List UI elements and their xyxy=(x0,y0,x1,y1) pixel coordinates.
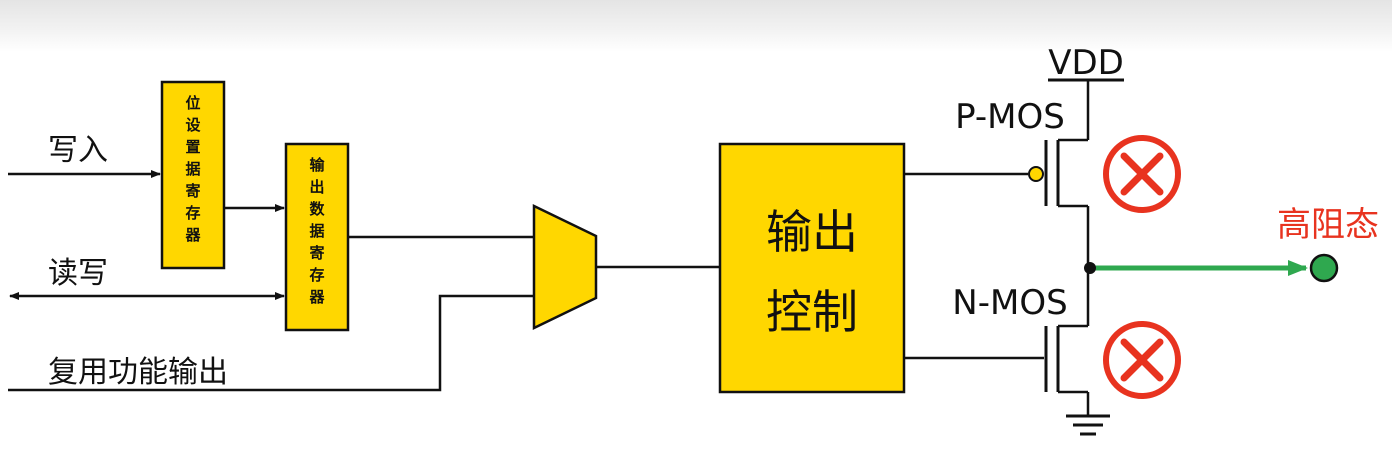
svg-text:寄: 寄 xyxy=(309,244,324,262)
ground-icon xyxy=(1066,392,1110,436)
svg-text:存: 存 xyxy=(309,266,324,284)
nmos-transistor xyxy=(1044,324,1088,394)
pmos-off-x-circle-icon xyxy=(1103,135,1181,213)
svg-text:输出: 输出 xyxy=(766,205,858,259)
svg-text:据: 据 xyxy=(309,222,324,240)
output-pin xyxy=(1309,253,1339,283)
svg-text:输: 输 xyxy=(309,156,325,174)
svg-text:据: 据 xyxy=(185,160,200,178)
svg-text:出: 出 xyxy=(309,178,324,196)
bit-set-register-block xyxy=(160,80,226,270)
output-data-register-label: 输 出 数 据 寄 存 器 xyxy=(308,156,325,306)
mux-block xyxy=(532,204,598,330)
svg-text:寄: 寄 xyxy=(185,182,200,200)
svg-text:位: 位 xyxy=(185,94,200,112)
pmos-transistor xyxy=(1028,138,1088,208)
alt-function-output-label: 复用功能输出 xyxy=(48,355,228,390)
pmos-gate-bubble xyxy=(1028,166,1044,182)
output-data-register-block xyxy=(284,142,350,332)
svg-text:置: 置 xyxy=(185,138,200,156)
write-label: 写入 xyxy=(48,133,108,168)
vdd-label: VDD xyxy=(1048,43,1124,83)
alt-function-wire xyxy=(8,294,534,392)
output-control-block xyxy=(718,142,906,394)
svg-text:存: 存 xyxy=(185,204,200,222)
read-write-label: 读写 xyxy=(48,256,108,291)
top-band xyxy=(0,0,1392,52)
svg-text:数: 数 xyxy=(309,200,325,218)
high-impedance-label: 高阻态 xyxy=(1277,205,1379,245)
output-control-label: 输出 控制 xyxy=(766,205,858,339)
svg-text:器: 器 xyxy=(184,226,201,244)
pmos-label: P-MOS xyxy=(955,97,1065,137)
output-node-dot xyxy=(1084,262,1096,274)
svg-text:器: 器 xyxy=(308,288,325,306)
svg-text:设: 设 xyxy=(185,116,200,134)
nmos-label: N-MOS xyxy=(952,283,1067,323)
svg-text:控制: 控制 xyxy=(766,285,858,339)
nmos-off-x-circle-icon xyxy=(1103,321,1181,399)
bit-set-register-label: 位 设 置 据 寄 存 器 xyxy=(184,94,201,244)
